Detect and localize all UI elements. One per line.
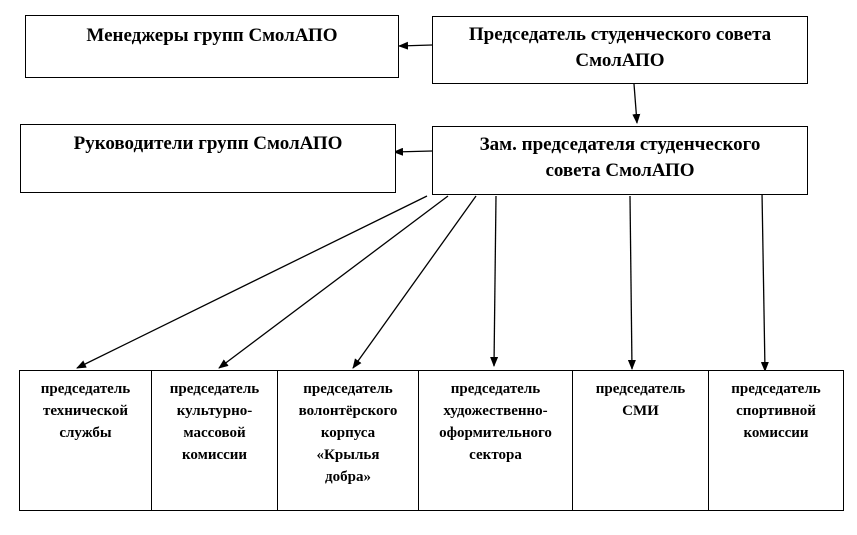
- box-sport-line-2: спортивной: [736, 403, 816, 419]
- arrow-chairman-to-deputy: [632, 83, 641, 124]
- box-sport: председатель спортивной комиссии: [708, 370, 844, 511]
- box-volunteer-line-1: председатель: [303, 381, 393, 397]
- box-tech-line-1: председатель: [40, 381, 131, 397]
- box-art: председатель художественно- оформительно…: [418, 370, 573, 511]
- arrow-deputy-to-tech: [76, 195, 428, 369]
- box-art-line-1: председатель: [450, 381, 541, 397]
- box-tech-line-3: службы: [59, 425, 112, 441]
- box-culture-line-4: комиссии: [181, 447, 248, 463]
- box-sport-line-3: комиссии: [743, 425, 809, 441]
- box-volunteer-line-3: корпуса: [320, 425, 376, 441]
- box-art-line-2: художественно-: [443, 403, 548, 419]
- box-chairman-line-1: Председатель студенческого совета: [468, 24, 772, 45]
- arrow-deputy-to-sport: [760, 191, 769, 372]
- box-culture-line-2: культурно-: [176, 403, 253, 419]
- box-volunteer: председатель волонтёрского корпуса «Крыл…: [277, 370, 419, 511]
- box-culture: председатель культурно- массовой комисси…: [151, 370, 278, 511]
- box-volunteer-line-2: волонтёрского: [298, 403, 398, 419]
- box-media: председатель СМИ: [572, 370, 709, 511]
- box-managers-line-1: Менеджеры групп СмолАПО: [86, 25, 338, 46]
- box-deputy-line-1: Зам. председателя студенческого: [479, 134, 761, 155]
- box-tech: председатель технической службы: [19, 370, 152, 511]
- box-leaders-line-1: Руководители групп СмолАПО: [73, 133, 343, 154]
- box-volunteer-line-5: добра»: [325, 469, 371, 485]
- box-culture-line-1: председатель: [169, 381, 260, 397]
- arrow-deputy-to-art: [490, 195, 499, 367]
- box-deputy-line-2: совета СмолАПО: [545, 160, 695, 181]
- box-chairman: Председатель студенческого совета СмолАП…: [432, 16, 808, 84]
- box-chairman-line-2: СмолАПО: [575, 50, 665, 71]
- box-art-line-3: оформительного: [439, 425, 552, 441]
- box-media-line-1: председатель: [595, 381, 686, 397]
- box-leaders: Руководители групп СмолАПО: [20, 124, 396, 193]
- arrow-deputy-to-media: [627, 195, 636, 370]
- arrow-chairman-to-managers: [398, 41, 433, 50]
- box-tech-line-2: технической: [42, 403, 129, 419]
- box-culture-line-3: массовой: [183, 425, 246, 441]
- box-art-line-4: сектора: [469, 447, 522, 463]
- arrow-deputy-to-volunteer: [352, 195, 477, 369]
- box-media-line-2: СМИ: [622, 403, 659, 419]
- arrow-deputy-to-culture: [218, 195, 449, 369]
- arrow-deputy-to-leaders: [393, 147, 433, 156]
- box-managers: Менеджеры групп СмолАПО: [25, 15, 399, 78]
- box-sport-line-1: председатель: [731, 381, 821, 397]
- box-volunteer-line-4: «Крылья: [316, 447, 380, 463]
- box-deputy: Зам. председателя студенческого совета С…: [432, 126, 808, 195]
